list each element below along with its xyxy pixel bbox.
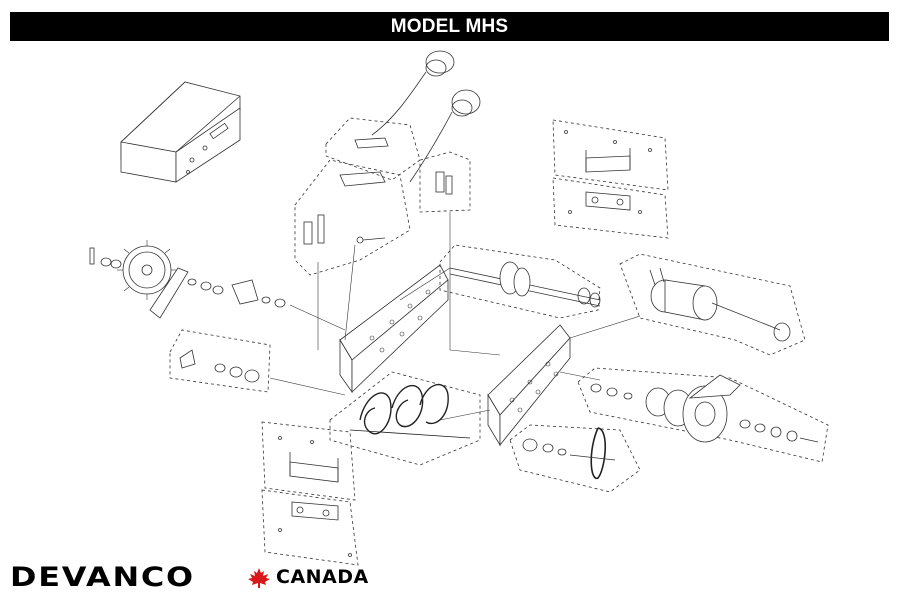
pull-cord-knob-2: [409, 89, 481, 183]
dashed-region-bracket-bottom-2: [261, 489, 359, 566]
dashed-region-sensor: [419, 151, 471, 213]
dashed-region-bracket-top-1: [552, 119, 669, 191]
dashed-region-limit-switch: [325, 117, 421, 181]
frame-plate-left: [339, 264, 449, 394]
drive-sprocket-left: [89, 240, 189, 319]
dashed-region-trolley: [169, 329, 271, 393]
dashed-region-release: [294, 159, 411, 276]
page-title: MODEL MHS: [390, 15, 509, 37]
dashed-region-bracket-top-2: [552, 177, 669, 239]
brand-region: CANADA: [276, 566, 369, 588]
maple-leaf-icon: [248, 568, 270, 588]
pulley-assembly: [590, 374, 819, 443]
dashed-region-shaft: [439, 244, 601, 319]
brand-logo: DEVANCO CANADA: [10, 560, 368, 594]
control-box: [120, 81, 241, 183]
drive-chain: [349, 383, 471, 439]
dashed-region-idler: [509, 424, 641, 493]
dashed-region-pulley: [577, 367, 829, 463]
drive-shaft-assembly: [449, 261, 601, 308]
frame-plate-right: [487, 324, 571, 447]
motor: [649, 267, 791, 342]
brand-name: DEVANCO: [10, 561, 195, 593]
title-bar: MODEL MHS: [10, 12, 889, 41]
dashed-region-bracket-bottom-1: [261, 421, 356, 501]
dashed-region-chain: [329, 371, 481, 466]
pull-cord-knob-1: [371, 50, 455, 136]
